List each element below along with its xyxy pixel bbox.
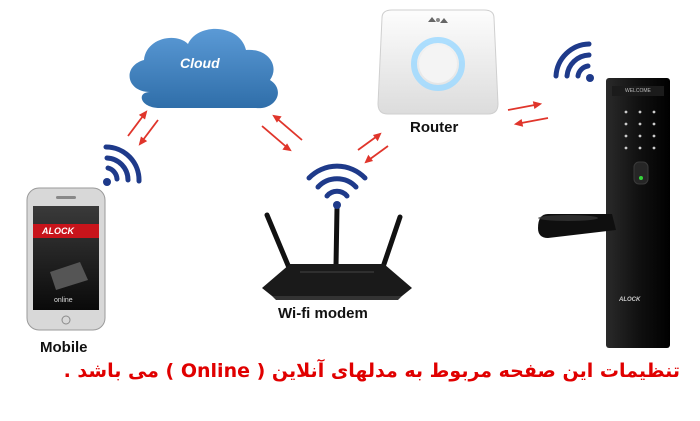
- caption-text: تنظیمات این صفحه مربوط به مدلهای آنلاین …: [63, 360, 680, 382]
- wifi-signal-icon: [553, 41, 594, 82]
- cloud-icon: [129, 28, 278, 109]
- wifi-modem-label: Wi-fi modem: [278, 305, 368, 322]
- lock-welcome-text: WELCOME: [625, 88, 652, 94]
- router-icon: [377, 9, 499, 115]
- router-label: Router: [410, 119, 459, 136]
- mobile-label: Mobile: [40, 339, 88, 356]
- smart-lock-icon: WELCOME ALOCK: [538, 78, 670, 348]
- wifi-signal-icon: [306, 163, 368, 209]
- wifi-signal-icon: [103, 144, 142, 186]
- lock-brand-text: ALOCK: [618, 297, 641, 303]
- mobile-phone-icon: ALOCK online: [26, 187, 106, 331]
- phone-status-text: online: [54, 297, 73, 304]
- phone-brand-text: ALOCK: [41, 226, 75, 236]
- wifi-modem-icon: [262, 205, 412, 300]
- bidirectional-arrows-icon: [127, 101, 549, 164]
- cloud-label: Cloud: [180, 55, 220, 71]
